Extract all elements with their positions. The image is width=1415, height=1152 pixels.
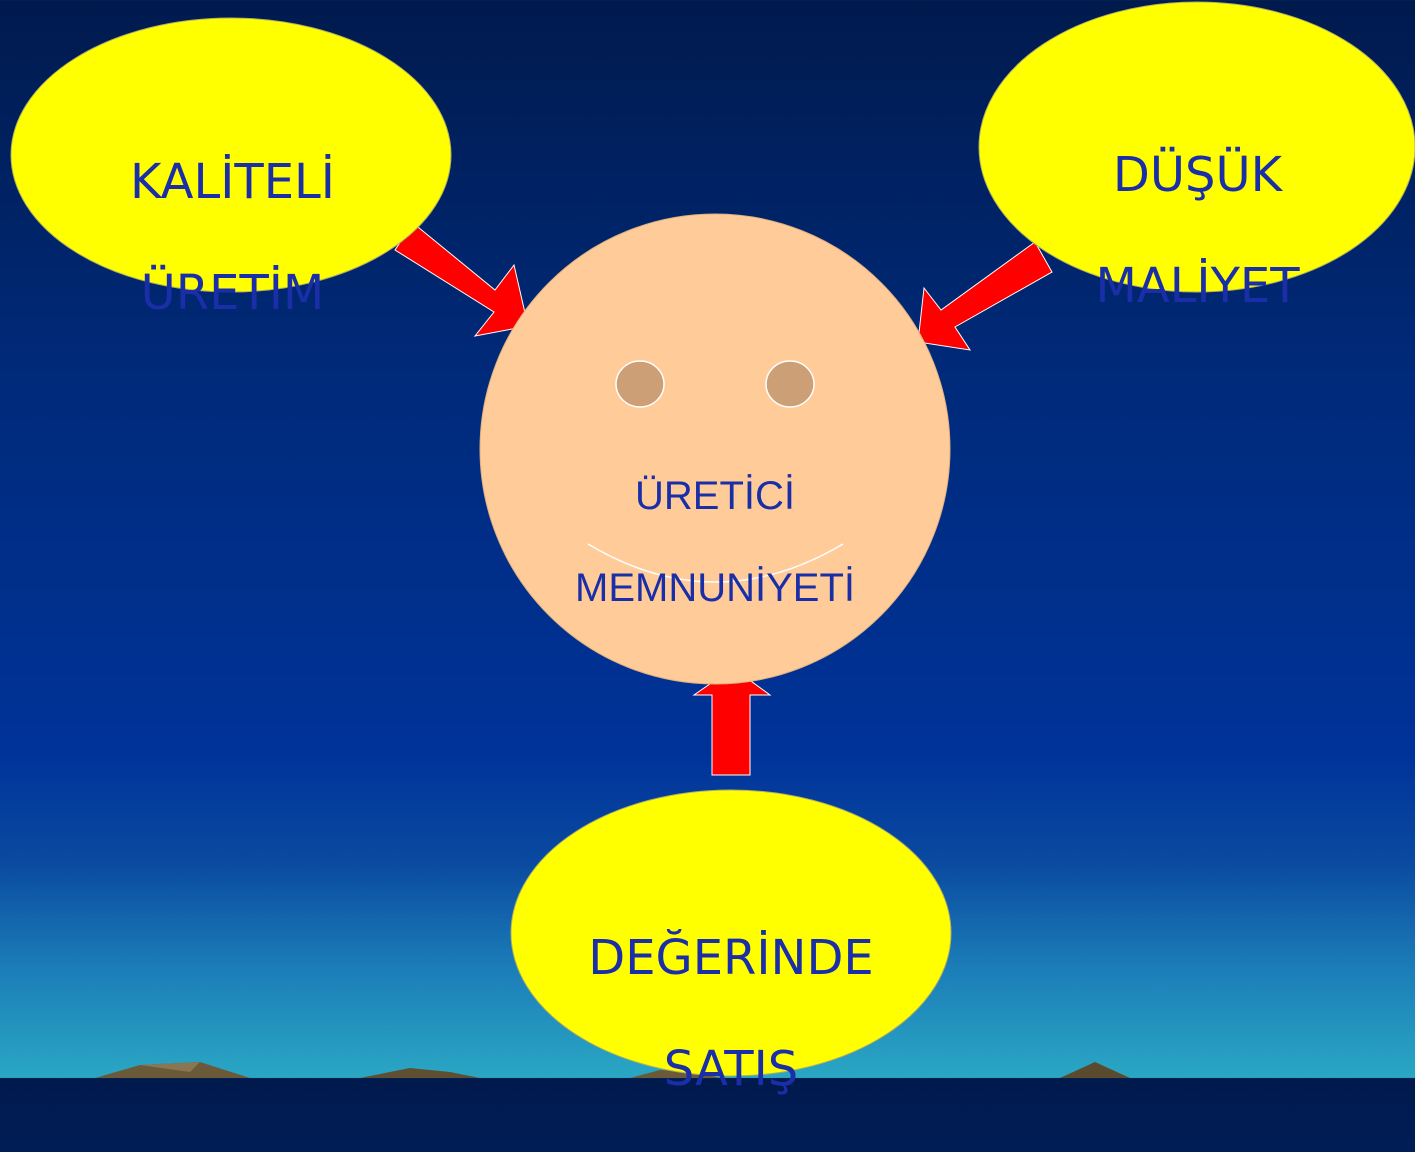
node-label-line1: DÜŞÜK	[1112, 147, 1283, 204]
face-circle	[479, 213, 951, 685]
node-label-line1: DEĞERİNDE	[588, 930, 874, 987]
node-ellipse-low-cost	[978, 1, 1415, 293]
center-label-producer-satisfaction: ÜRETİCİ MEMNUNİYETİ	[520, 427, 910, 657]
node-label-value-sales: DEĞERİNDE SATIŞ	[540, 876, 922, 1152]
left-eye-icon	[615, 360, 665, 408]
node-label-line1: KALİTELİ	[130, 154, 335, 211]
arrow-top-left	[394, 222, 529, 337]
diagram-canvas	[10, 1, 1415, 1078]
node-ellipse-value-sales	[510, 789, 952, 1077]
smile-icon	[587, 543, 844, 583]
arrow-top-right	[917, 241, 1053, 351]
node-label-line2: ÜRETİM	[140, 264, 325, 321]
node-label-line2: SATIŞ	[663, 1040, 799, 1097]
node-label-quality-production: KALİTELİ ÜRETİM	[60, 100, 405, 376]
node-ellipse-quality-production	[10, 17, 452, 293]
center-label-line2: MEMNUNİYETİ	[575, 566, 855, 610]
center-label-line1: ÜRETİCİ	[635, 474, 795, 518]
node-label-line2: MALİYET	[1095, 257, 1300, 314]
right-eye-icon	[765, 360, 815, 408]
smiley-face	[479, 213, 951, 685]
node-label-low-cost: DÜŞÜK MALİYET	[1025, 93, 1370, 369]
